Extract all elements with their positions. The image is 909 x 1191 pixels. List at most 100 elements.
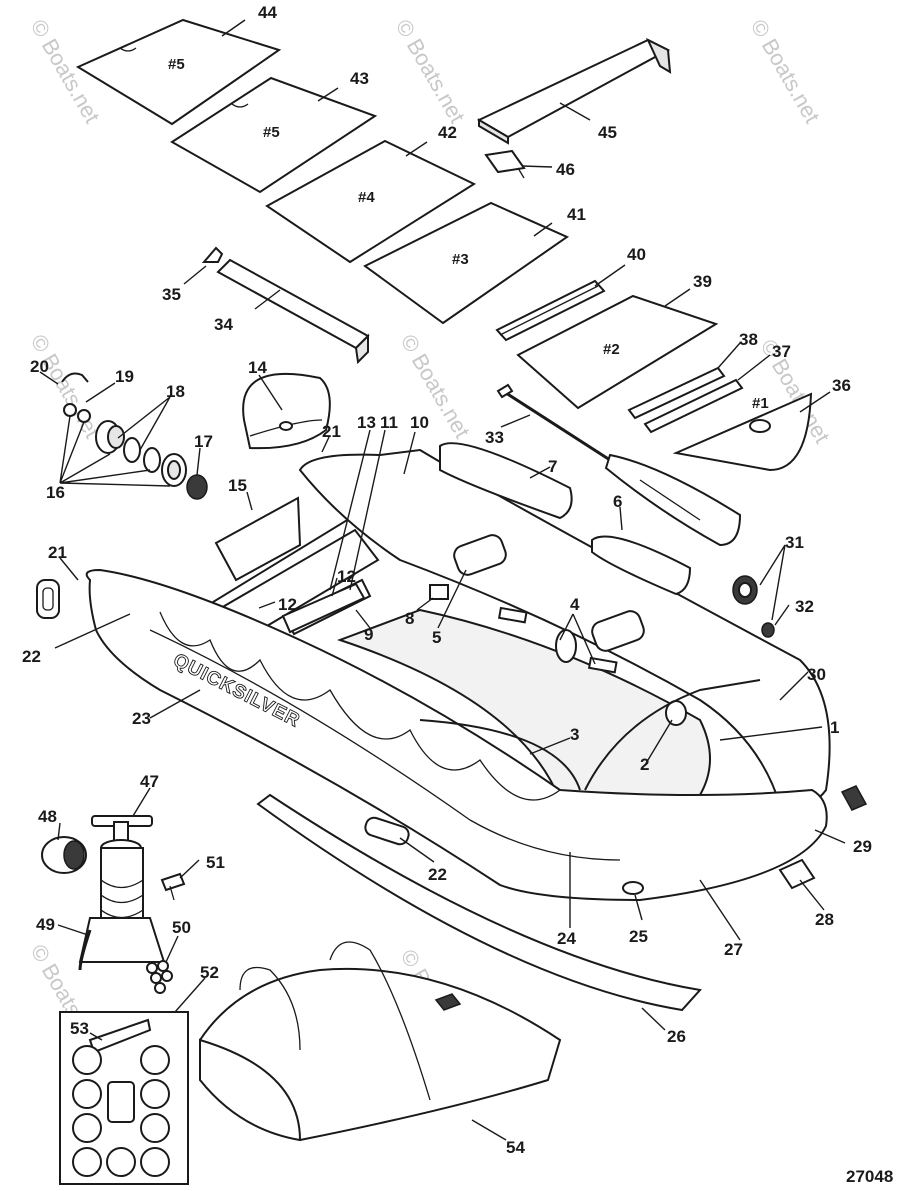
- stringer-38: [627, 366, 726, 420]
- callout: 13: [357, 413, 376, 432]
- callout: 51: [206, 853, 225, 872]
- callout: 19: [115, 367, 134, 386]
- callout: 35: [162, 285, 181, 304]
- repair-kit-52: [59, 1011, 189, 1185]
- floorboard-41: [363, 201, 570, 325]
- callout: 24: [557, 929, 576, 948]
- bracket-28: [778, 858, 816, 890]
- stringer-37: [643, 378, 744, 434]
- seat-45: [476, 37, 672, 145]
- callout: 41: [567, 205, 586, 224]
- callout: 34: [214, 315, 233, 334]
- callout: 54: [506, 1138, 525, 1157]
- callout: 28: [815, 910, 834, 929]
- watermark: © Boats.net: [26, 330, 105, 442]
- valve-adapter-51: [160, 872, 186, 901]
- callout: 3: [570, 725, 579, 744]
- floorboard-42: [265, 139, 477, 264]
- diagram-id: 27048: [846, 1167, 893, 1186]
- floorboard-39: [516, 294, 719, 410]
- callout: 9: [364, 625, 373, 644]
- callout: 6: [613, 492, 622, 511]
- valve-caps-50: [146, 960, 173, 994]
- callout: 46: [556, 160, 575, 179]
- stringer-34: [216, 258, 370, 365]
- callout: 12: [337, 567, 356, 586]
- watermark: © Boats.net: [391, 15, 470, 127]
- callout: 16: [46, 483, 65, 502]
- callout: 45: [598, 123, 617, 142]
- leader-lines: [39, 19, 846, 1141]
- callout: 32: [795, 597, 814, 616]
- callout: 43: [350, 69, 369, 88]
- callout: 21: [48, 543, 67, 562]
- drain-valve-31: [732, 575, 775, 638]
- callout: 42: [438, 123, 457, 142]
- floor-tag: #3: [452, 251, 469, 268]
- watermark: © Boats.net: [396, 330, 475, 442]
- floor-tag: #4: [358, 189, 375, 206]
- callout: 27: [724, 940, 743, 959]
- callout: 22: [428, 865, 447, 884]
- callout: 21: [322, 422, 341, 441]
- callout: 40: [627, 245, 646, 264]
- bag-14: [242, 372, 331, 450]
- callout: 39: [693, 272, 712, 291]
- callout: 36: [832, 376, 851, 395]
- foot-pump-47: [78, 815, 166, 971]
- floor-tag: #5: [263, 124, 280, 141]
- valve-assembly: [61, 372, 208, 500]
- callout: 1: [830, 718, 839, 737]
- callout: 7: [548, 457, 557, 476]
- pump-adapter-48: [41, 836, 87, 874]
- callout-numbers: 1 2 3 4 5 6 7 8 9 10 11 12 12 13 14 15 1…: [22, 3, 872, 1157]
- callout: 44: [258, 3, 277, 22]
- callout: 5: [432, 628, 441, 647]
- callout: 49: [36, 915, 55, 934]
- callout: 22: [22, 647, 41, 666]
- callout: 10: [410, 413, 429, 432]
- floor-tags: #5 #5 #4 #3 #2 #1: [168, 56, 769, 412]
- oar-33: [496, 383, 742, 547]
- callout: 52: [200, 963, 219, 982]
- floor-tag: #5: [168, 56, 185, 73]
- handle-22-left: [36, 579, 60, 619]
- stringer-40: [495, 279, 606, 342]
- floor-tag: #2: [603, 341, 620, 358]
- callout: 23: [132, 709, 151, 728]
- carry-bag-54: [198, 941, 562, 1142]
- rub-strake-26: [256, 793, 702, 1012]
- callout: 11: [380, 413, 398, 432]
- callout: 25: [629, 927, 648, 946]
- callout: 47: [140, 772, 159, 791]
- callout: 14: [248, 358, 267, 377]
- callout: 30: [807, 665, 826, 684]
- callout: 31: [785, 533, 804, 552]
- transom-panel-15: [214, 496, 302, 582]
- clip-46: [484, 149, 526, 179]
- callout: 50: [172, 918, 191, 937]
- clip-35: [201, 246, 224, 263]
- callout: 15: [228, 476, 247, 495]
- watermark: © Boats.net: [746, 15, 825, 127]
- floorboard-36: [672, 392, 813, 472]
- floor-tag: #1: [752, 395, 769, 412]
- callout: 12: [278, 595, 297, 614]
- callout: 8: [405, 609, 414, 628]
- floorboard-43: [170, 76, 378, 194]
- callout: 17: [194, 432, 213, 451]
- callout: 20: [30, 357, 49, 376]
- callout: 26: [667, 1027, 686, 1046]
- floorboard-44: [75, 18, 282, 126]
- inflatable-boat-hull: [85, 442, 831, 902]
- fitting-29: [840, 785, 868, 811]
- callout: 37: [772, 342, 791, 361]
- callout: 18: [166, 382, 185, 401]
- callout: 4: [570, 595, 580, 614]
- callout: 2: [640, 755, 649, 774]
- callout: 48: [38, 807, 57, 826]
- callout: 33: [485, 428, 504, 447]
- callout: 29: [853, 837, 872, 856]
- callout: 38: [739, 330, 758, 349]
